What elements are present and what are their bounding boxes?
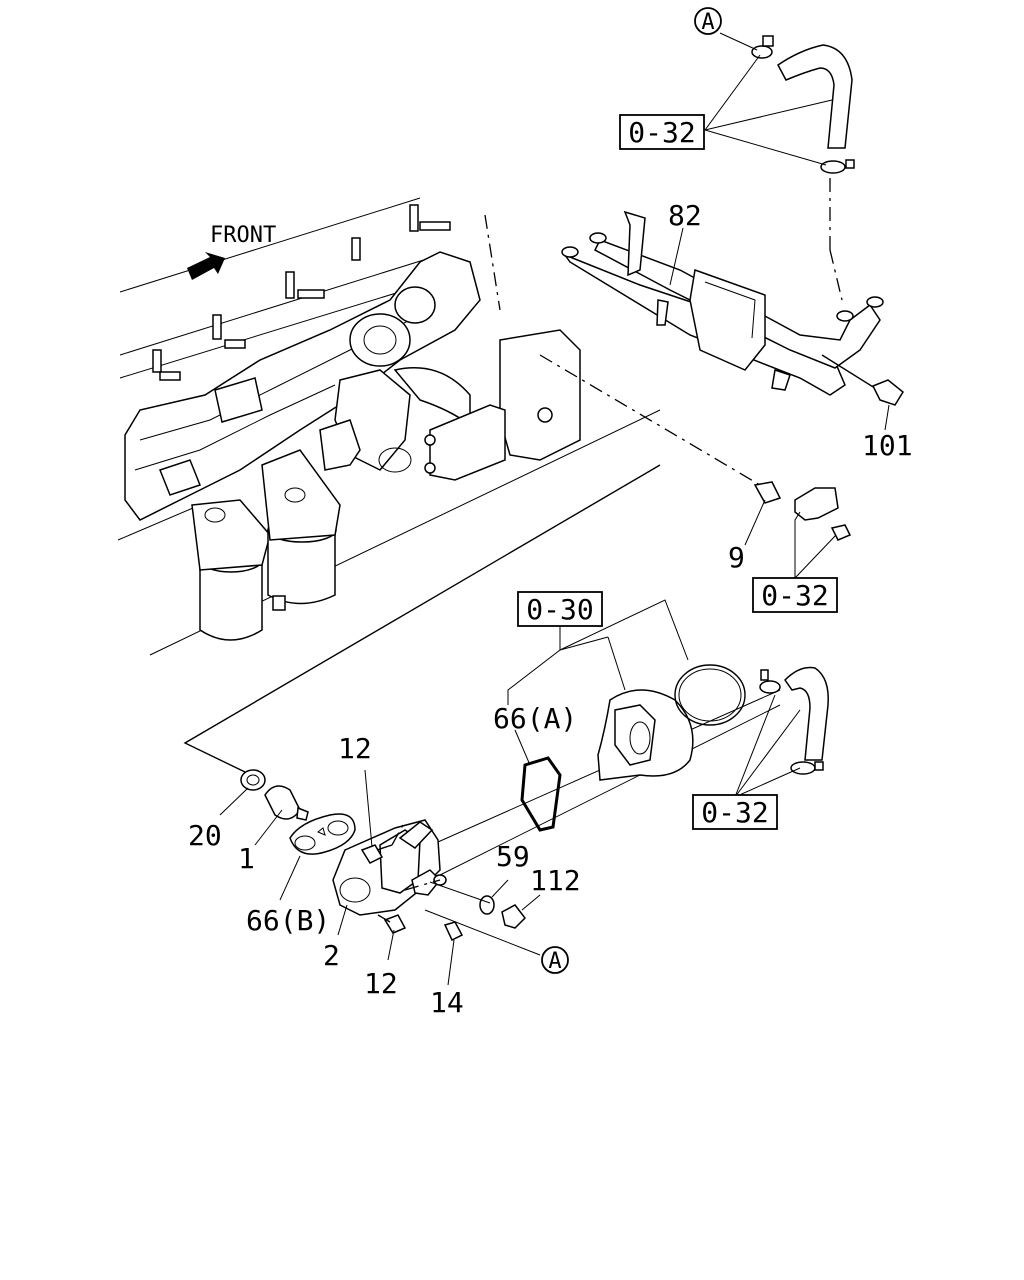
part-label-1: 1 bbox=[238, 842, 255, 875]
ref-label-030: 0-30 bbox=[526, 593, 593, 626]
part-label-59: 59 bbox=[496, 840, 530, 873]
bolt-112 bbox=[501, 904, 526, 929]
gasket-66a bbox=[520, 756, 562, 832]
ref-box-bottom: 0-32 bbox=[692, 794, 778, 830]
oil-filter-left bbox=[191, 499, 271, 641]
part-label-20: 20 bbox=[188, 819, 222, 852]
leader-lines bbox=[219, 32, 890, 986]
part-label-12-bottom: 12 bbox=[364, 967, 398, 1000]
ref-box-030: 0-30 bbox=[517, 591, 603, 627]
ref-box-top: 0-32 bbox=[619, 114, 705, 150]
part-label-9: 9 bbox=[728, 541, 745, 574]
washer-20 bbox=[240, 769, 266, 791]
part-label-2: 2 bbox=[323, 939, 340, 972]
ref-label-mid: 0-32 bbox=[761, 579, 828, 612]
plug-14 bbox=[443, 921, 464, 942]
part-label-12-top: 12 bbox=[338, 732, 372, 765]
hose-clamp-lower bbox=[820, 159, 855, 174]
part-label-66a: 66(A) bbox=[493, 702, 577, 735]
svg-text:A: A bbox=[548, 949, 561, 974]
ref-box-mid: 0-32 bbox=[752, 577, 838, 613]
upper-hose-group bbox=[751, 35, 855, 301]
clip-bracket bbox=[794, 487, 852, 541]
part-label-82: 82 bbox=[668, 199, 702, 232]
manifold-studs bbox=[152, 204, 451, 381]
bolt-12-bottom bbox=[377, 914, 407, 934]
gasket-plate-66b bbox=[289, 813, 356, 855]
hose-clamp-upper bbox=[751, 35, 774, 59]
o-ring-59 bbox=[479, 895, 495, 915]
ref-label-bottom: 0-32 bbox=[701, 796, 768, 829]
bolt-101 bbox=[821, 354, 904, 406]
front-arrow-icon bbox=[187, 252, 225, 280]
callout-a-top: A bbox=[694, 7, 722, 35]
lower-hose-group bbox=[759, 666, 829, 775]
part-label-101: 101 bbox=[862, 429, 913, 462]
stud-9 bbox=[539, 354, 782, 504]
ref-label-top: 0-32 bbox=[628, 116, 695, 149]
part-label-14: 14 bbox=[430, 986, 464, 1019]
engine-assembly bbox=[117, 197, 661, 656]
part-label-112: 112 bbox=[530, 864, 581, 897]
front-label: FRONT bbox=[210, 223, 276, 248]
svg-text:A: A bbox=[701, 10, 714, 35]
thermostat-housing-flange bbox=[597, 689, 694, 781]
part-label-66b: 66(B) bbox=[246, 904, 330, 937]
callout-a-bottom: A bbox=[541, 946, 569, 974]
gasket-ring bbox=[674, 664, 746, 726]
bolt-12-top bbox=[360, 824, 404, 864]
water-pipe-82 bbox=[561, 210, 884, 396]
sensor-1 bbox=[264, 785, 309, 821]
oil-filter-right bbox=[261, 449, 341, 611]
